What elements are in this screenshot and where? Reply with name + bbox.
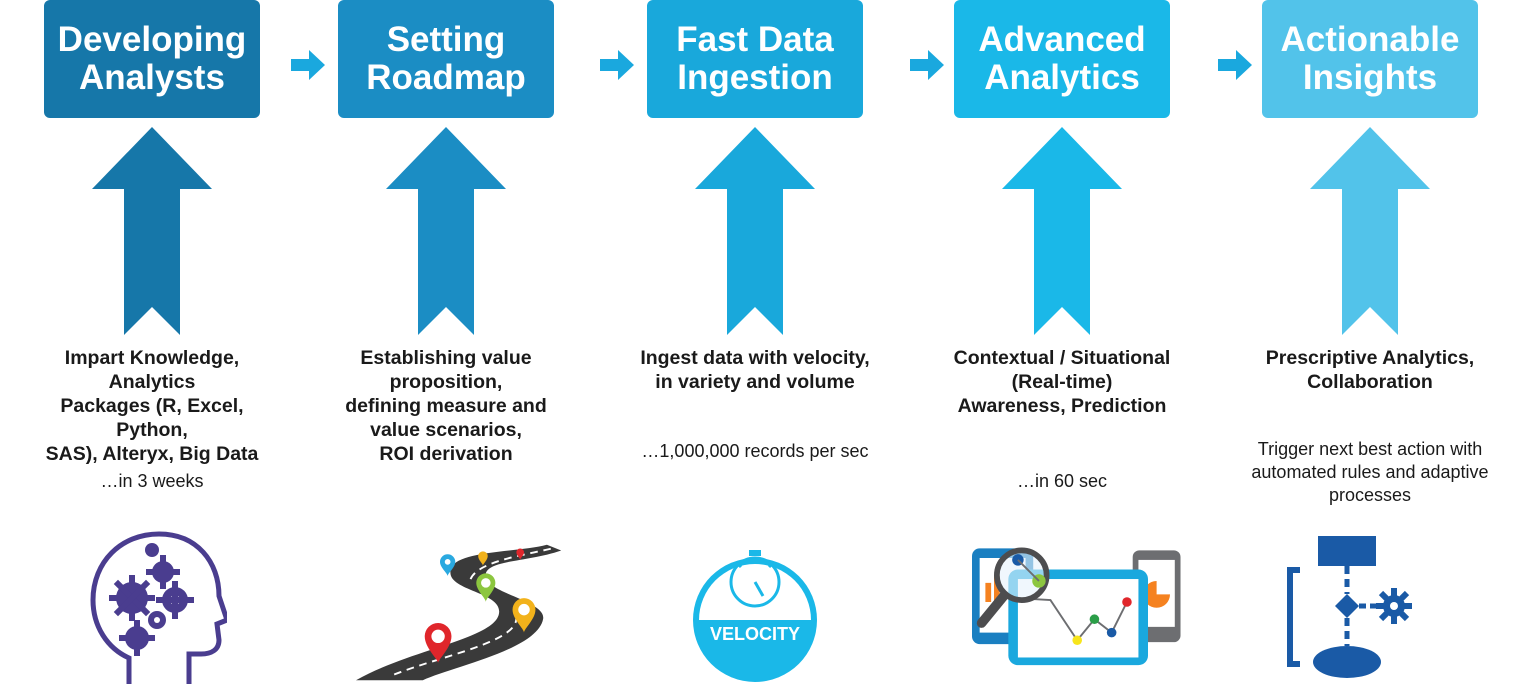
brain-gears-icon: [90, 531, 227, 684]
roadmap-road-icon: [356, 544, 562, 681]
stage-title-box: Fast Data Ingestion: [647, 0, 863, 118]
up-arrow-icon: [92, 127, 212, 335]
velocity-label: VELOCITY: [709, 624, 800, 644]
stage-title: Developing Analysts: [57, 20, 247, 97]
up-arrow-icon: [695, 127, 815, 335]
stage-description: Prescriptive Analytics, Collaboration: [1265, 347, 1475, 393]
analytics-devices-icon: [972, 547, 1181, 666]
stage-note: …in 60 sec: [1016, 471, 1108, 491]
stage-note: Trigger next best action with automated …: [1251, 439, 1489, 505]
stage-advanced-analytics: Advanced Analytics Contextual / Situatio…: [932, 0, 1192, 684]
stage-title-box: Advanced Analytics: [954, 0, 1170, 118]
stage-title-box: Setting Roadmap: [338, 0, 554, 118]
up-arrow-icon: [1002, 127, 1122, 335]
stage-setting-roadmap: Setting Roadmap Establishing value propo…: [316, 0, 576, 684]
stage-note: …1,000,000 records per sec: [641, 441, 869, 461]
stage-note: …in 3 weeks: [100, 471, 204, 491]
right-arrow-icon: [600, 50, 634, 80]
right-arrow-icon: [291, 50, 325, 80]
stage-actionable-insights: Actionable Insights Prescriptive Analyti…: [1240, 0, 1500, 684]
stage-description: Establishing value proposition, defining…: [345, 347, 547, 465]
process-flow-icon: [1287, 536, 1412, 678]
stage-developing-analysts: Developing Analysts Impart Knowledge, An…: [22, 0, 282, 684]
stage-description: Ingest data with velocity, in variety an…: [640, 347, 870, 393]
stage-title-box: Actionable Insights: [1262, 0, 1478, 118]
stage-title: Actionable Insights: [1280, 20, 1460, 97]
up-arrow-icon: [386, 127, 506, 335]
stage-fast-data-ingestion: Fast Data Ingestion Ingest data with vel…: [625, 0, 885, 684]
stage-description: Contextual / Situational (Real-time) Awa…: [953, 347, 1171, 417]
up-arrow-icon: [1310, 127, 1430, 335]
stage-title: Advanced Analytics: [978, 20, 1146, 97]
stage-title: Setting Roadmap: [366, 20, 526, 97]
stage-title-box: Developing Analysts: [44, 0, 260, 118]
right-arrow-icon: [1218, 50, 1252, 80]
stage-title: Fast Data Ingestion: [676, 20, 834, 97]
stage-description: Impart Knowledge, Analytics Packages (R,…: [45, 347, 259, 465]
velocity-stopwatch-icon: VELOCITY: [693, 520, 817, 684]
right-arrow-icon: [910, 50, 944, 80]
